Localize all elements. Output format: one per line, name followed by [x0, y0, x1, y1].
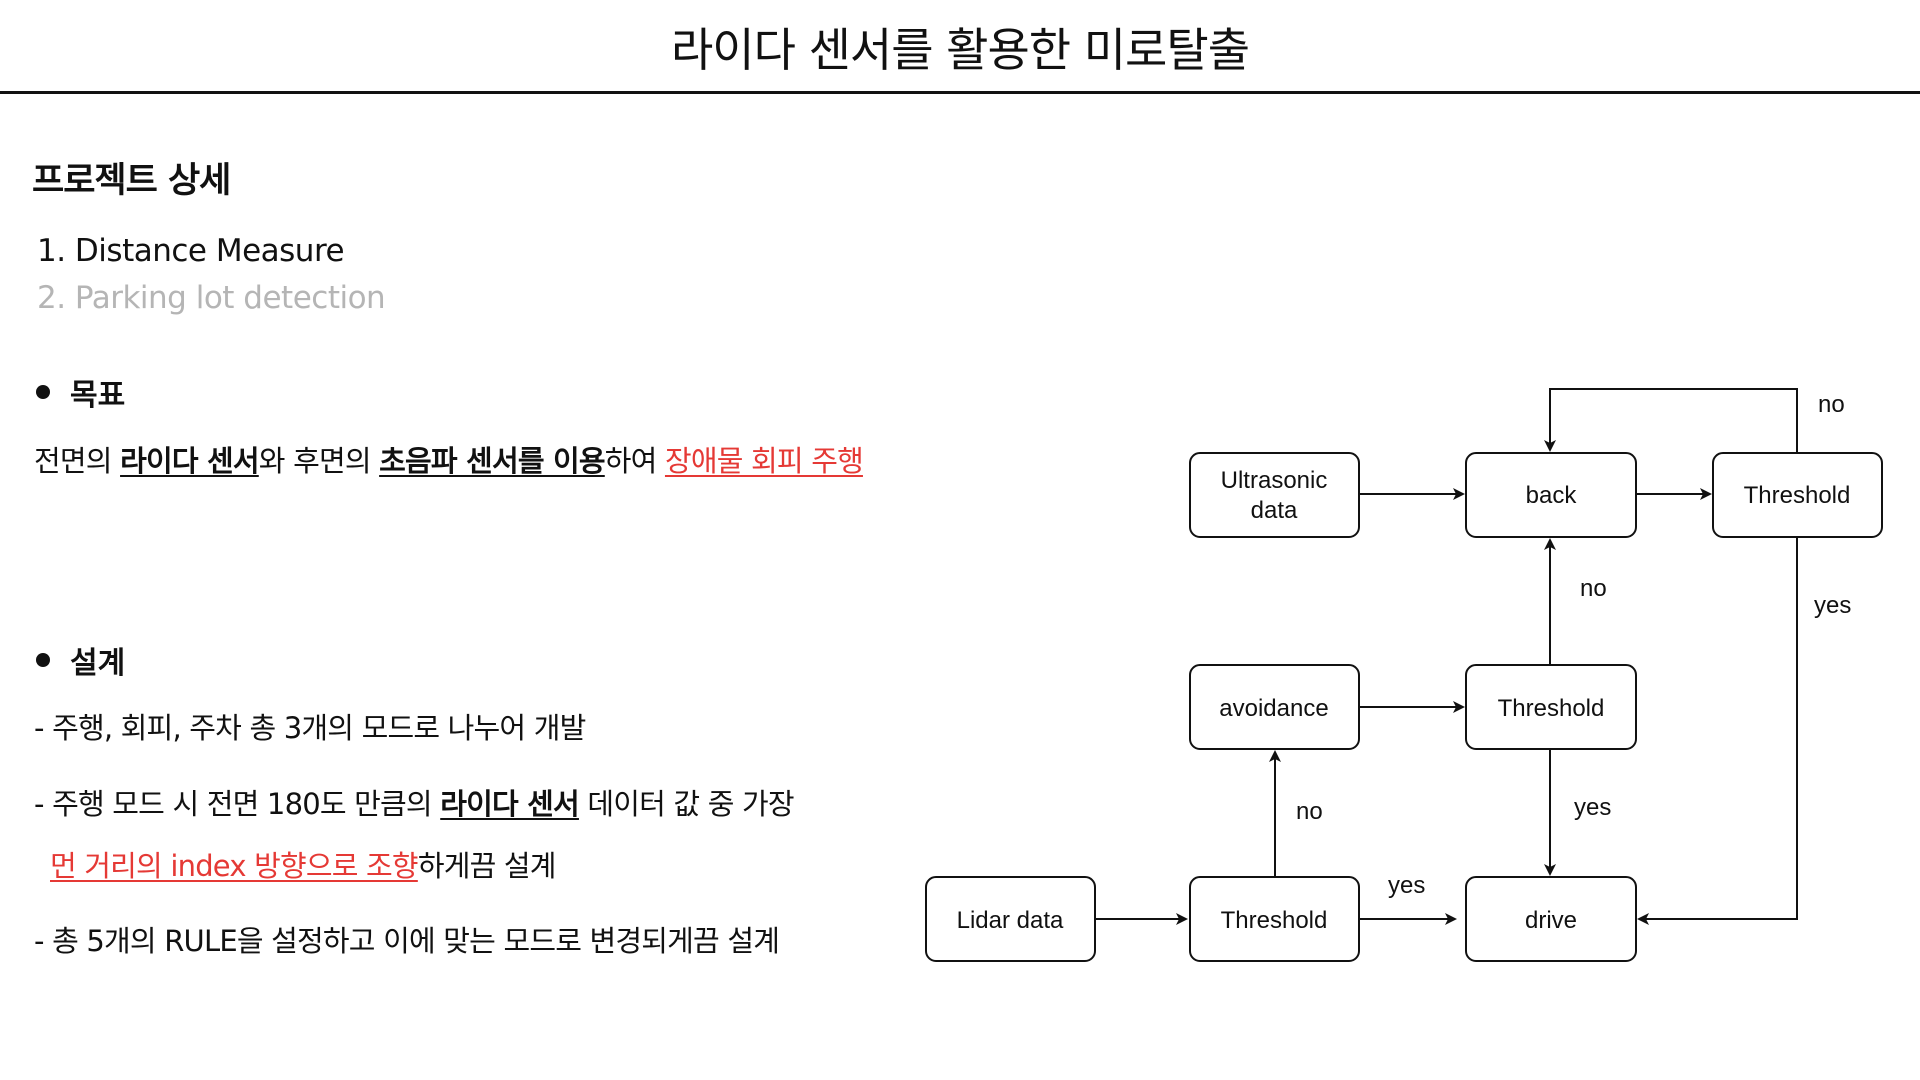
node-lidar-label: Lidar data — [957, 907, 1064, 934]
goal-heading: 목표 — [36, 370, 125, 414]
edge-label-yes-right: yes — [1814, 592, 1851, 619]
node-drive: drive — [1465, 876, 1637, 962]
node-threshold-bottom: Threshold — [1189, 876, 1360, 962]
node-threshold-mid-label: Threshold — [1498, 695, 1605, 722]
goal-text-5: 하여 — [604, 444, 665, 478]
design-line-2-continued: 먼 거리의 index 방향으로 조향하게끔 설계 — [50, 843, 556, 885]
edge-label-yes-mid: yes — [1574, 794, 1611, 821]
design-line-1: - 주행, 회피, 주차 총 3개의 모드로 나누어 개발 — [34, 711, 586, 745]
bullet-icon — [36, 385, 50, 399]
node-lidar-data: Lidar data — [925, 876, 1096, 962]
design-heading-label: 설계 — [70, 646, 126, 681]
page-title: 라이다 센서를 활용한 미로탈출 — [670, 23, 1250, 77]
goal-text-3: 와 후면의 — [258, 444, 380, 478]
edge-threshold-top-no-to-back — [1544, 388, 1798, 452]
edge-threshold-top-yes-to-drive — [1637, 537, 1798, 925]
design-line-2-steering: 먼 거리의 index 방향으로 조향 — [50, 849, 419, 883]
goal-text-ultrasonic: 초음파 센서를 이용 — [379, 444, 605, 478]
design-line-3: - 총 5개의 RULE을 설정하고 이에 맞는 모드로 변경되게끔 설계 — [34, 924, 780, 958]
edge-label-no-left: no — [1296, 798, 1323, 825]
node-threshold-top: Threshold — [1712, 452, 1883, 538]
node-drive-label: drive — [1525, 907, 1577, 934]
node-ultrasonic-label-1: Ultrasonic — [1221, 467, 1328, 494]
design-line-2-lidar: 라이다 센서 — [440, 787, 580, 821]
goal-text: 전면의 라이다 센서와 후면의 초음파 센서를 이용하여 장애물 회피 주행 — [34, 438, 864, 480]
node-avoidance-label: avoidance — [1219, 695, 1328, 722]
node-ultrasonic-label-2: data — [1251, 497, 1298, 524]
goal-text-obstacle-avoidance: 장애물 회피 주행 — [664, 444, 864, 478]
node-back-label: back — [1526, 482, 1578, 509]
section-heading: 프로젝트 상세 — [32, 161, 231, 201]
node-threshold-top-label: Threshold — [1744, 482, 1851, 509]
edge-label-no-top: no — [1818, 391, 1845, 418]
goal-text-lidar: 라이다 센서 — [120, 444, 260, 478]
node-threshold-bottom-label: Threshold — [1221, 907, 1328, 934]
design-heading: 설계 — [36, 638, 125, 682]
edge-label-no-mid: no — [1580, 575, 1607, 602]
design-line-2-end: 하게끔 설계 — [417, 849, 557, 883]
design-line-2a: - 주행 모드 시 전면 180도 만큼의 — [34, 787, 441, 821]
goal-heading-label: 목표 — [70, 378, 126, 413]
design-line-2: - 주행 모드 시 전면 180도 만큼의 라이다 센서 데이터 값 중 가장 — [34, 781, 795, 823]
node-avoidance: avoidance — [1189, 664, 1360, 750]
node-ultrasonic-data: Ultrasonic data — [1189, 452, 1360, 538]
bullet-icon — [36, 653, 50, 667]
list-item-parking-lot-detection: 2. Parking lot detection — [37, 280, 386, 316]
title-divider — [0, 91, 1920, 94]
list-item-distance-measure: 1. Distance Measure — [37, 233, 345, 269]
goal-text-1: 전면의 — [34, 444, 121, 478]
edge-label-yes-bottom: yes — [1388, 872, 1425, 899]
node-back: back — [1465, 452, 1637, 538]
design-line-2c: 데이터 값 중 가장 — [578, 787, 794, 821]
node-threshold-mid: Threshold — [1465, 664, 1637, 750]
